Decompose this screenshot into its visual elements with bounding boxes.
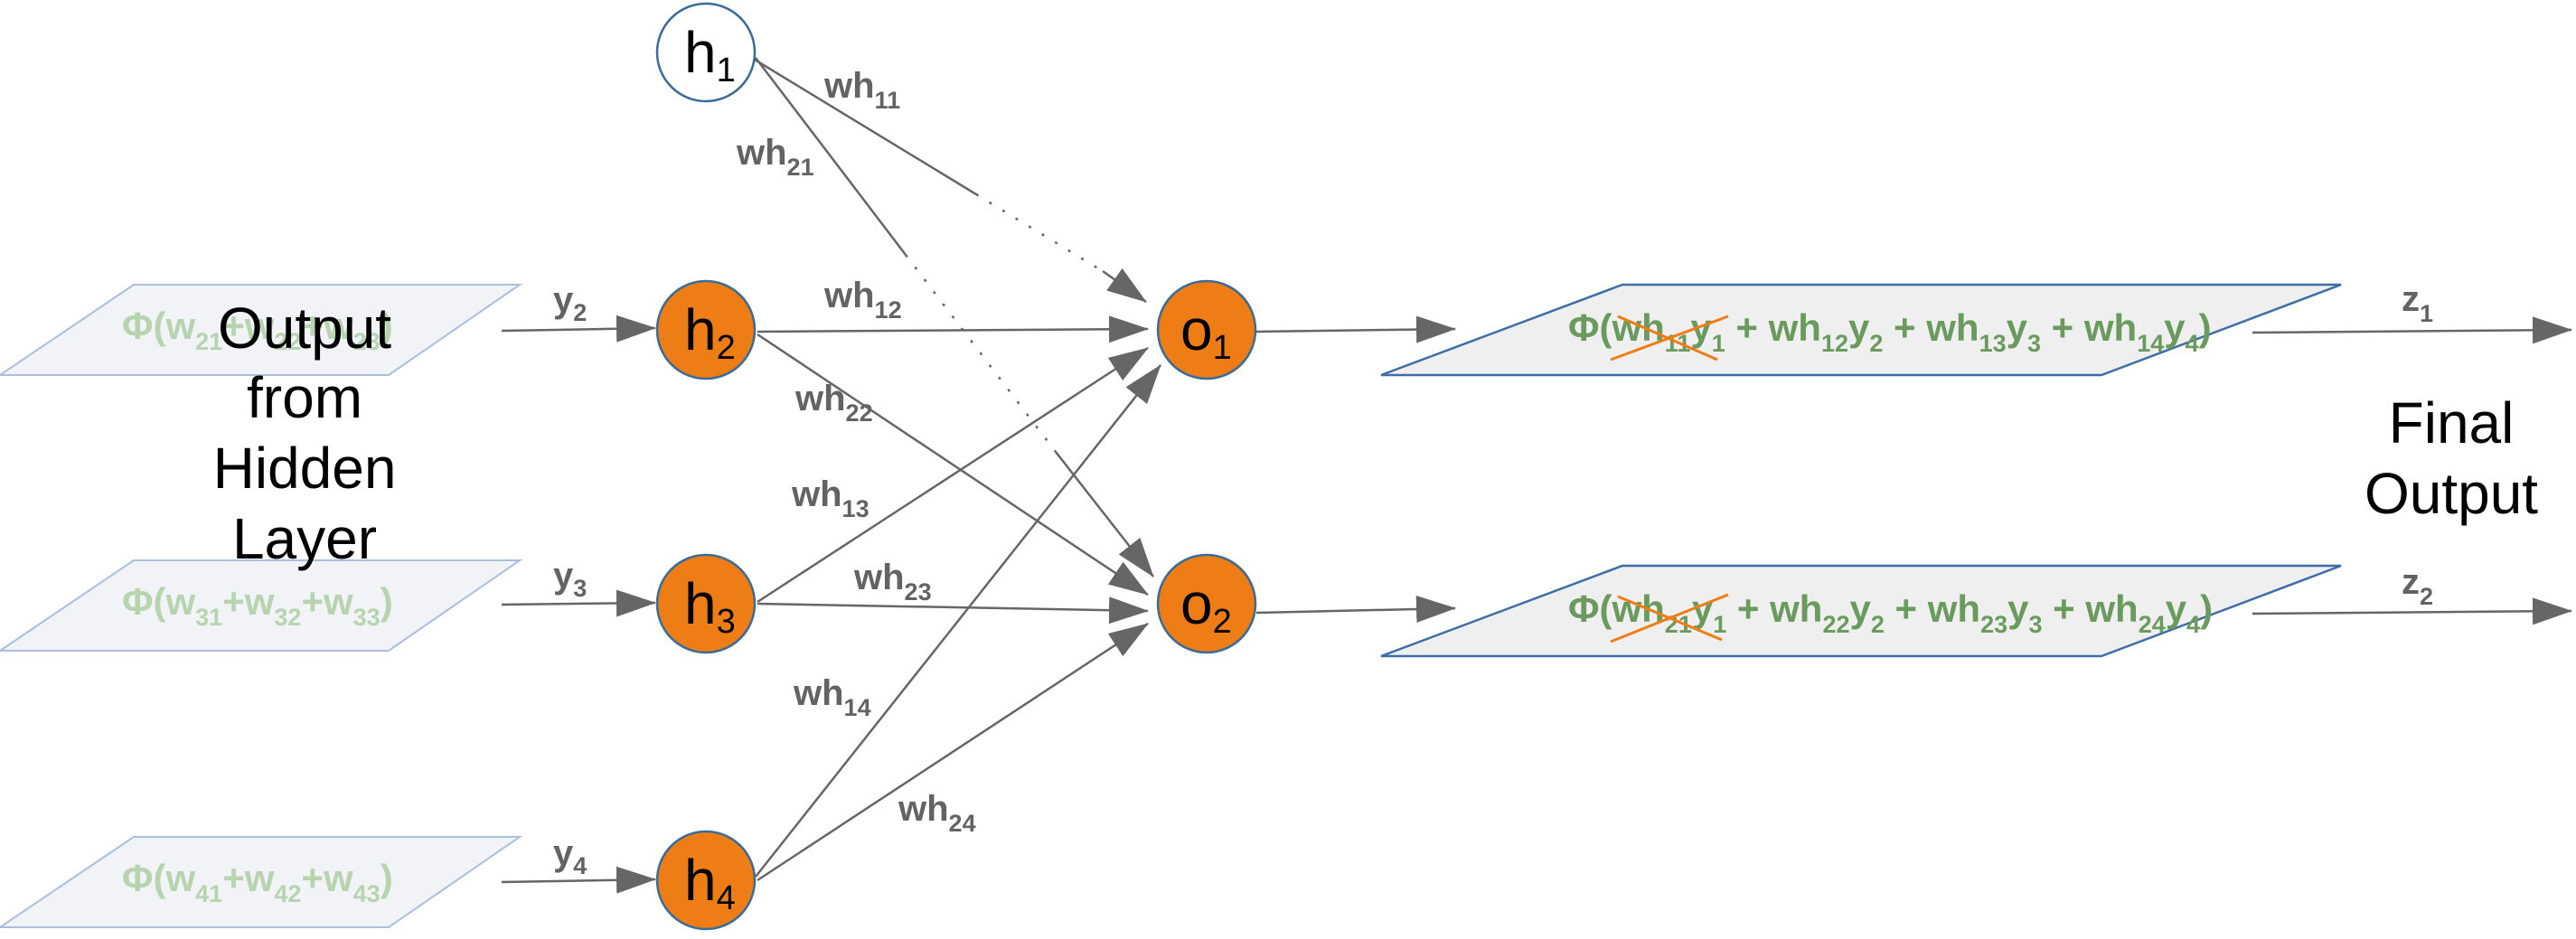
label-line-final: Final: [2389, 390, 2515, 455]
node-label: o2: [1180, 571, 1232, 641]
z1-label: z1: [2402, 279, 2433, 327]
arrow-o2-to-formula: [1255, 595, 1456, 623]
z2-label: z2: [2402, 562, 2433, 610]
edge-h4-o2: [757, 622, 1149, 882]
edge-h2-o1: [757, 315, 1149, 343]
arrow-y4: [501, 866, 656, 894]
weight-label-wh24: wh24: [898, 789, 976, 837]
weight-label-wh14: wh14: [793, 673, 871, 721]
strike-line-2: [1617, 315, 1718, 362]
arrow-y3: [501, 589, 656, 617]
arrow-z2: [2252, 597, 2572, 625]
output-formula-panel-o2: Φ(wh21y1 + wh22y2 + wh23y3 + wh24y4): [1380, 564, 2342, 658]
strike-line-2: [1617, 595, 1723, 642]
output-formula-panel-o1: Φ(wh11y1 + wh12y2 + wh13y3 + wh14y4): [1380, 283, 2342, 377]
node-circle: [655, 279, 757, 380]
y2-label: y2: [553, 280, 587, 326]
label-line-output: Output: [2364, 461, 2538, 526]
output-formula-o2: Φ(wh21y1 + wh22y2 + wh23y3 + wh24y4): [1568, 587, 2213, 638]
y-arrows: y2 y3 y4: [501, 280, 656, 894]
node-circle: [655, 830, 757, 931]
y3-label: y3: [553, 556, 587, 602]
node-label: h1: [684, 20, 736, 89]
output-node-o1: o1: [1156, 279, 1257, 380]
node-label: h2: [684, 297, 736, 367]
hidden-node-h4: h4: [655, 830, 757, 931]
y4-label: y4: [553, 833, 587, 879]
weight-label-wh22: wh22: [794, 379, 873, 427]
formula-panel-shape: [1380, 564, 2342, 658]
edge-h1-o1-solid: [754, 58, 977, 196]
final-output-label: Final Output: [2364, 390, 2538, 526]
node-circle: [1156, 553, 1257, 654]
final-output-arrows: z1 z2: [2252, 279, 2572, 625]
input-panel-shape: [0, 284, 523, 376]
input-formula-y3: Φ(w31+w32+w33): [122, 580, 393, 631]
edge-h1-o2-dotted: [905, 254, 1057, 453]
weight-label-wh11: wh11: [823, 66, 900, 114]
edge-h1-o1-dotted: [975, 192, 1104, 273]
node-circle: [1156, 279, 1257, 380]
input-panel-y3: Φ(w31+w32+w33): [0, 559, 523, 652]
edge-h2-o2: [757, 333, 1149, 596]
input-formula-y4: Φ(w41+w42+w43): [122, 857, 393, 907]
arrow-y2: [501, 315, 656, 343]
edge-h4-o1: [755, 364, 1161, 878]
input-panel-shape: [0, 836, 523, 928]
output-node-o2: o2: [1156, 553, 1257, 654]
hidden-node-h2: h2: [655, 279, 757, 380]
input-panel-y4: Φ(w41+w42+w43): [0, 836, 523, 928]
label-line-from: from: [247, 365, 362, 430]
arrow-o1-to-formula: [1255, 315, 1456, 343]
hidden-node-h3: h3: [655, 553, 757, 654]
connections: [754, 57, 1161, 882]
edge-h3-o2: [757, 596, 1149, 624]
edge-h1-o1-head: [1102, 268, 1147, 304]
weight-labels: wh11 wh21 wh12 wh22 wh13 wh23 wh14 wh24: [736, 66, 976, 837]
output-formula-o1: Φ(wh11y1 + wh12y2 + wh13y3 + wh14y4): [1568, 306, 2212, 357]
input-panel-y2: Φ(w21+w22+w23): [0, 284, 523, 376]
weight-label-wh12: wh12: [823, 276, 902, 324]
input-formula-y2: Φ(w21+w22+w23): [122, 305, 393, 355]
node-label: h3: [684, 571, 736, 641]
label-line-output: Output: [218, 296, 391, 361]
label-line-hidden: Hidden: [213, 436, 397, 501]
edge-h1-o2-head: [1055, 451, 1154, 577]
edge-h3-o1: [757, 346, 1149, 604]
node-circle: [655, 553, 757, 654]
arrow-z1: [2252, 316, 2572, 344]
label-line-layer: Layer: [232, 506, 377, 571]
hidden-layer-output-label: Output from Hidden Layer: [213, 296, 397, 571]
hidden-node-h1: h1: [655, 2, 757, 103]
edge-h1-o2-solid: [755, 57, 907, 256]
weight-label-wh13: wh13: [791, 474, 870, 522]
node-circle: [655, 2, 757, 103]
formula-panel-shape: [1380, 283, 2342, 377]
node-label: h4: [684, 848, 736, 917]
weight-label-wh23: wh23: [853, 558, 932, 606]
input-panel-shape: [0, 559, 523, 652]
weight-label-wh21: wh21: [736, 133, 814, 181]
node-label: o1: [1180, 297, 1232, 367]
